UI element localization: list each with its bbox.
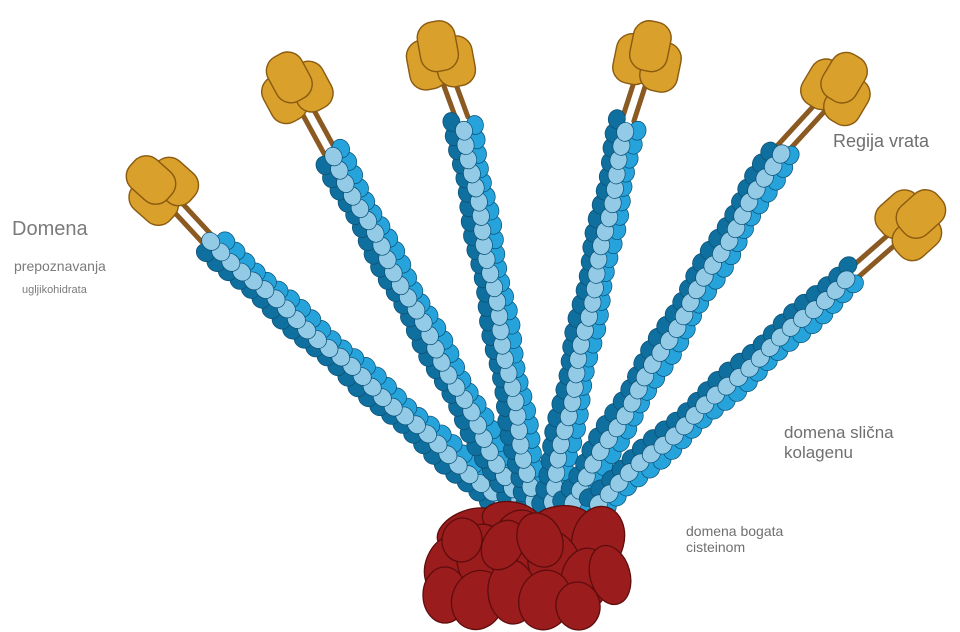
cysteine-rich-base: [415, 497, 637, 632]
label-prepoznavanja: prepoznavanja: [14, 258, 106, 274]
label-cysteine-line2: cisteinom: [686, 539, 783, 555]
carbohydrate-recognition-domain: [610, 18, 684, 95]
carbohydrate-recognition-domain: [404, 18, 478, 92]
carbohydrate-recognition-domain: [120, 149, 205, 232]
label-neck-region: Regija vrata: [833, 131, 929, 152]
label-ugljikohidrata: ugljikohidrata: [22, 284, 87, 297]
collagen-like-domain: [576, 253, 868, 520]
label-collagen-like-domain: domena slična kolagenu: [784, 423, 894, 462]
label-domena: Domena: [12, 218, 88, 241]
carbohydrate-recognition-domain: [256, 46, 339, 129]
label-collagen-line2: kolagenu: [784, 443, 894, 463]
label-collagen-line1: domena slična: [784, 423, 894, 443]
label-cysteine-rich-domain: domena bogata cisteinom: [686, 523, 783, 555]
carbohydrate-recognition-domain: [795, 46, 876, 131]
arm-1: [120, 149, 519, 525]
label-cysteine-line1: domena bogata: [686, 523, 783, 539]
arm-6: [576, 183, 953, 520]
